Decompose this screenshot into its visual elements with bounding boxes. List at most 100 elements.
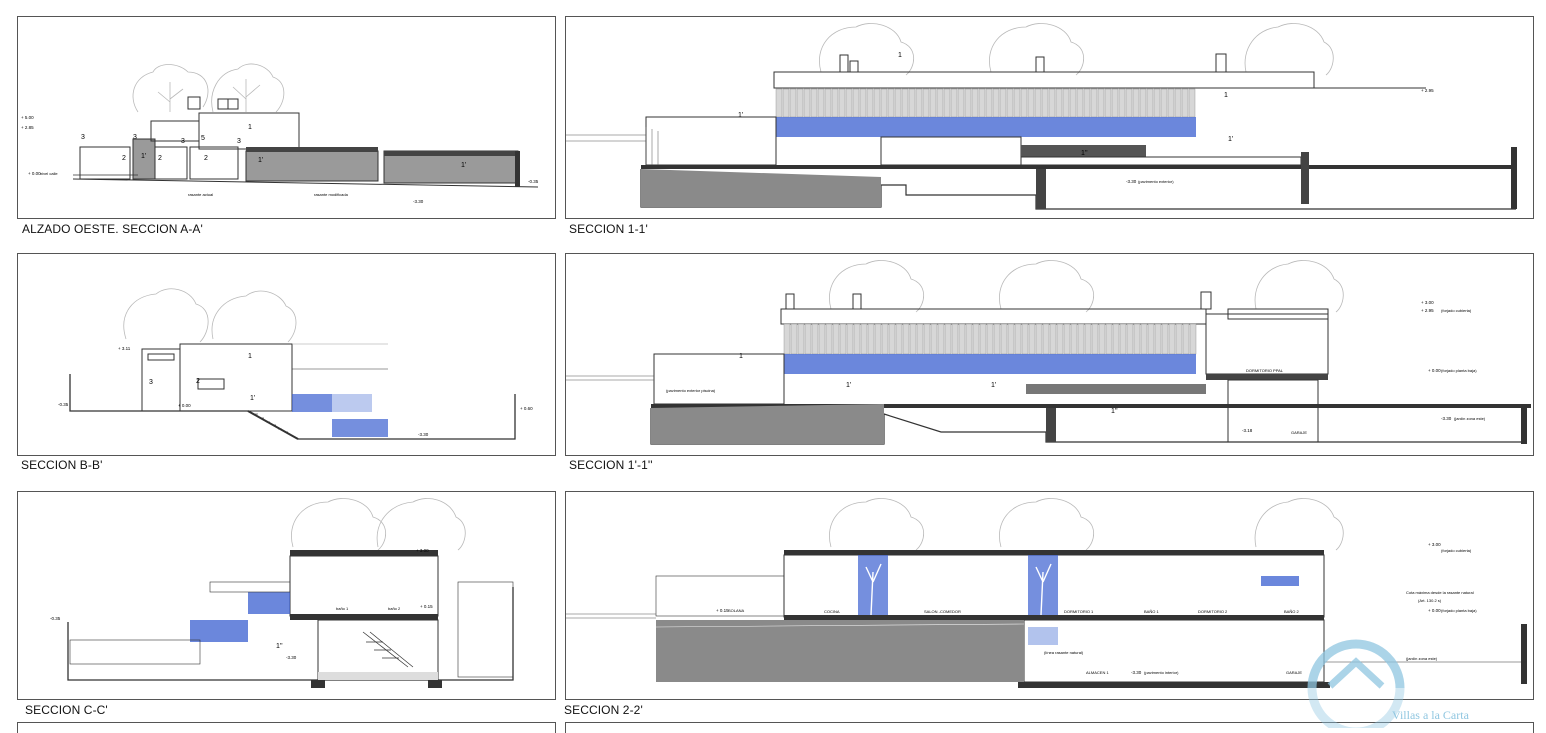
shutter-panel <box>880 88 888 118</box>
shutter-panel <box>1153 88 1161 118</box>
shutter-panel <box>1027 88 1035 118</box>
level-11b: -3.30 <box>1126 179 1137 184</box>
tree-outline-group <box>123 288 297 343</box>
shutter-panel <box>1069 88 1077 118</box>
label-1: 1 <box>739 353 743 360</box>
shutter-panel <box>782 88 790 118</box>
level-22c: + 0.00 <box>1428 608 1441 613</box>
shutter-panel <box>1041 88 1049 118</box>
shutter-panel <box>909 323 917 355</box>
room-dorm2: DORMITORIO 2 <box>1198 609 1228 614</box>
shutter-panel <box>790 323 798 355</box>
note-pavimento: (pavimento exterior) <box>1138 179 1174 184</box>
shutter-panel <box>937 323 945 355</box>
shutter-panel <box>922 88 930 118</box>
label-2: 2 <box>196 378 200 385</box>
shutter-panel <box>1139 88 1147 118</box>
shutter-panel <box>971 88 979 118</box>
note-forjado-pb: (forjado planta baja) <box>1441 608 1477 613</box>
room-bano2: baño 2 <box>388 606 401 611</box>
shutter-panel <box>817 88 825 118</box>
glass-balustrade <box>776 117 1196 137</box>
shutter-panel <box>874 323 882 355</box>
label-2b: 2 <box>158 155 162 162</box>
room-salon: SALON -COMEDOR <box>924 609 961 614</box>
note-rasante-actual: rasante actual <box>188 192 213 197</box>
room-garaje: GARAJE <box>1286 670 1302 675</box>
note-art: (Art. 130.2 s) <box>1418 598 1442 603</box>
shutter-panel <box>888 323 896 355</box>
shutter-panel <box>1028 323 1036 355</box>
shutter-panel <box>999 88 1007 118</box>
level-22d: -3.30 <box>1131 670 1142 675</box>
shutter-panel <box>1048 88 1056 118</box>
shutter-panel <box>894 88 902 118</box>
tree-outline-left <box>132 63 285 113</box>
label-3d: 3 <box>237 138 241 145</box>
shutter-panel <box>810 88 818 118</box>
label-2c: 2 <box>204 155 208 162</box>
tree-outline-group <box>819 23 1334 76</box>
room-cocina: COCINA <box>824 609 840 614</box>
shutter-panel <box>839 323 847 355</box>
level-cc3: -3.30 <box>286 655 297 660</box>
shutter-panel <box>846 323 854 355</box>
shutter-panel <box>804 323 812 355</box>
shutter-panel <box>1055 88 1063 118</box>
shutter-panel <box>1056 323 1064 355</box>
shutter-panel <box>1167 88 1175 118</box>
shutter-panel <box>1146 88 1154 118</box>
label-5: 5 <box>201 135 205 142</box>
room-bano1: baño 1 <box>336 606 349 611</box>
shutter-panel <box>1084 323 1092 355</box>
level-a3: + 0.00 <box>28 171 41 176</box>
note-pav-piscina: (pavimento exterior piscina) <box>666 388 716 393</box>
level-bb1: + 3.11 <box>118 346 131 351</box>
shutter-panel <box>1063 323 1071 355</box>
label-1p-b: 1' <box>991 382 996 389</box>
section-c-c-drawing: 1'' baño 1 baño 2 + 3.00 + 0.15 -3.30 -0… <box>17 491 556 700</box>
shutter-panel <box>985 88 993 118</box>
shutter-panel <box>866 88 874 118</box>
level-111e: -3.30 <box>1441 416 1452 421</box>
shutter-panel <box>950 88 958 118</box>
shutter-panel <box>831 88 839 118</box>
label-1p: 1' <box>250 395 255 402</box>
shutter-panel <box>1132 88 1140 118</box>
shutter-panel <box>1020 88 1028 118</box>
shutter-panel <box>1147 323 1155 355</box>
shutter-panel <box>796 88 804 118</box>
note-rasante-mod: rasante modificada <box>314 192 349 197</box>
label-1pp: 1'' <box>1111 408 1118 415</box>
shutter-panel <box>895 323 903 355</box>
shutter-panel <box>1118 88 1126 118</box>
shutter-panel <box>845 88 853 118</box>
label-1p-b: 1' <box>258 157 263 164</box>
shutter-panel <box>986 323 994 355</box>
shutter-panel <box>1098 323 1106 355</box>
shutter-panel <box>824 88 832 118</box>
note-calle: nivel calle <box>40 171 58 176</box>
level-11a: + 2.95 <box>1421 88 1434 93</box>
shutter-panel <box>873 88 881 118</box>
shutter-panel <box>1062 88 1070 118</box>
shutter-panel <box>1049 323 1057 355</box>
shutter-panel <box>1133 323 1141 355</box>
shutter-panel <box>992 88 1000 118</box>
note-jardin: (jardín zona este) <box>1406 656 1438 661</box>
level-bb3: -0.35 <box>58 402 69 407</box>
shutter-panel <box>1021 323 1029 355</box>
shutter-panel <box>1112 323 1120 355</box>
glazing-band <box>783 323 1197 374</box>
shutter-panel <box>1125 88 1133 118</box>
room-dorm1: DORMITORIO 1 <box>1064 609 1094 614</box>
note-forjado-pb: (forjado planta baja) <box>1441 368 1477 373</box>
shutter-panel <box>1119 323 1127 355</box>
shutter-panel <box>979 323 987 355</box>
house-arc-icon <box>1307 639 1405 728</box>
level-a2: + 2.85 <box>21 125 34 130</box>
glass-balustrade <box>784 354 1196 374</box>
label-1-b: 1 <box>1224 92 1228 99</box>
shutter-panel <box>797 323 805 355</box>
level-22a: + 3.00 <box>1428 542 1441 547</box>
